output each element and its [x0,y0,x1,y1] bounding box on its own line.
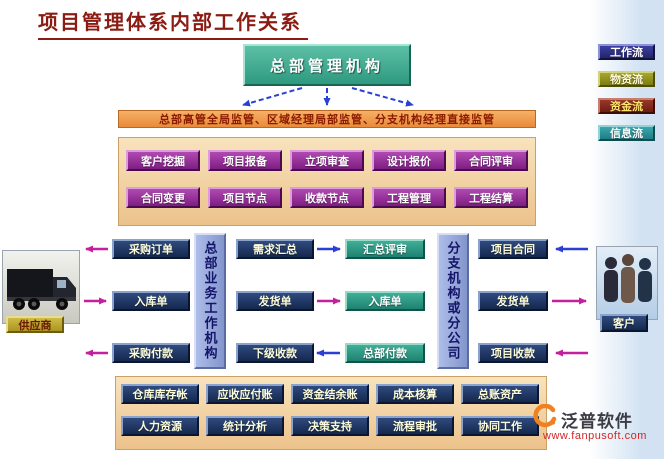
supervision-banner: 总部高管全局监管、区域经理局部监管、分支机构经理直接监管 [118,110,536,128]
node-summary-review[interactable]: 汇总评审 [345,239,425,259]
brand-url[interactable]: www.fanpusoft.com [543,430,647,442]
support-button-ar-ap-ledger[interactable]: 应收应付账 [206,384,284,404]
process-button-contract-change[interactable]: 合同变更 [126,187,200,208]
process-button-project-mgmt[interactable]: 工程管理 [372,187,446,208]
legend-cash-flow-button[interactable]: 资金流 [598,98,655,114]
support-button-cost-accounting[interactable]: 成本核算 [376,384,454,404]
node-delivery-note[interactable]: 发货单 [478,291,548,311]
legend-workflow-button[interactable]: 工作流 [598,44,655,60]
node-hq-payment[interactable]: 总部付款 [345,343,425,363]
process-button-project-settle[interactable]: 工程结算 [454,187,528,208]
support-button-decision[interactable]: 决策支持 [291,416,369,436]
branch-bar: 分支机构或分公司 [437,233,469,369]
node-purchase-payment[interactable]: 采购付款 [112,343,190,363]
process-button-approval-review[interactable]: 立项审查 [290,150,364,171]
hq-business-bar: 总部业务工作机构 [194,233,226,369]
node-demand-summary[interactable]: 需求汇总 [236,239,314,259]
truck-icon [7,269,76,310]
node-purchase-order[interactable]: 采购订单 [112,239,190,259]
support-button-cash-balance[interactable]: 资金结余账 [291,384,369,404]
legend-material-flow-button[interactable]: 物资流 [598,71,655,87]
process-button-design-quote[interactable]: 设计报价 [372,150,446,171]
support-button-general-ledger[interactable]: 总账资产 [461,384,539,404]
process-button-customer-mining[interactable]: 客户挖掘 [126,150,200,171]
legend-info-flow-button[interactable]: 信息流 [598,125,655,141]
customer-people-image [596,246,658,320]
process-button-project-node[interactable]: 项目节点 [208,187,282,208]
node-project-contract[interactable]: 项目合同 [478,239,548,259]
background-strip [590,0,664,459]
supplier-truck-image [2,250,80,324]
process-button-contract-review[interactable]: 合同评审 [454,150,528,171]
support-button-statistics[interactable]: 统计分析 [206,416,284,436]
node-delivery-note-hq[interactable]: 发货单 [236,291,314,311]
support-button-warehouse-ledger[interactable]: 仓库库存帐 [121,384,199,404]
support-button-workflow-approve[interactable]: 流程审批 [376,416,454,436]
people-icon [604,254,652,303]
support-button-collaboration[interactable]: 协同工作 [461,416,539,436]
brand-name: 泛普软件 [561,412,633,431]
customer-label: 客户 [600,314,648,332]
process-button-payment-node[interactable]: 收款节点 [290,187,364,208]
node-project-collection[interactable]: 项目收款 [478,343,548,363]
node-inbound-receipt[interactable]: 入库单 [112,291,190,311]
page-title: 项目管理体系内部工作关系 [38,6,308,40]
process-button-project-filing[interactable]: 项目报备 [208,150,282,171]
supplier-label: 供应商 [6,316,64,333]
node-inbound-branch[interactable]: 入库单 [345,291,425,311]
support-button-hr[interactable]: 人力资源 [121,416,199,436]
brand-logo-icon [533,404,557,428]
node-sub-collection[interactable]: 下级收款 [236,343,314,363]
hq-management-box: 总部管理机构 [243,44,411,86]
